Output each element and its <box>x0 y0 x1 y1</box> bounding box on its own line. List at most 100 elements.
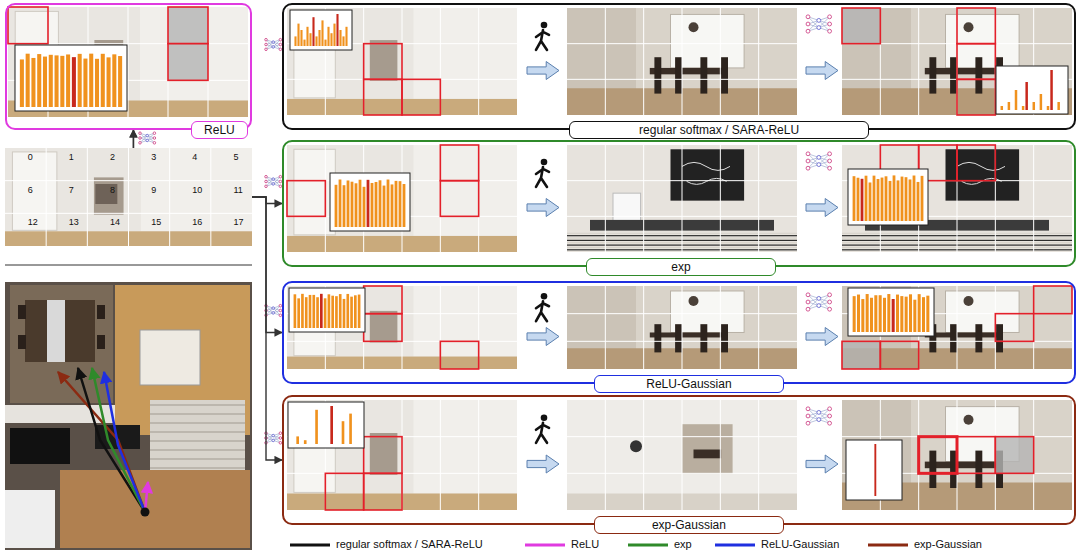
attention-box <box>440 341 478 369</box>
legend-text: exp <box>674 538 692 551</box>
bar <box>391 184 394 227</box>
room-photo <box>842 400 1072 510</box>
divider <box>5 265 252 266</box>
walker-body <box>536 167 549 187</box>
grid-line <box>720 286 721 369</box>
start-point <box>141 508 150 517</box>
network-icon <box>806 15 831 33</box>
bar <box>72 57 76 107</box>
network-unit <box>139 137 142 140</box>
network-unit <box>272 46 275 49</box>
cell-number: 9 <box>151 185 156 195</box>
chandelier <box>689 296 699 306</box>
bar <box>296 436 299 444</box>
bar <box>913 176 916 221</box>
room-photo <box>287 286 517 369</box>
legend: regular softmax / SARA-ReLUReLUexpReLU-G… <box>0 537 1080 553</box>
photo-ground <box>287 8 517 115</box>
chart-frame <box>290 10 352 50</box>
grid-line <box>605 8 606 115</box>
bar <box>335 185 338 227</box>
network-unit <box>153 142 156 145</box>
bar <box>293 444 296 445</box>
network-unit <box>806 421 810 425</box>
method-label: ReLU-Gaussian <box>594 375 784 393</box>
legend-line-sample <box>290 544 330 547</box>
bar <box>324 298 327 328</box>
attention-box <box>168 44 208 81</box>
step-arrow <box>806 455 838 473</box>
bar <box>387 180 390 227</box>
trajectory <box>92 368 145 512</box>
bar <box>324 40 326 46</box>
walker-head <box>541 293 548 300</box>
grid-line <box>720 400 721 510</box>
network-unit <box>828 159 832 163</box>
stair-step <box>150 450 245 451</box>
bar <box>1040 94 1042 110</box>
photo-ground <box>842 145 1072 252</box>
bar <box>294 36 296 46</box>
network-icon <box>139 132 156 144</box>
grid-line <box>605 145 606 252</box>
chair <box>975 451 982 488</box>
bar <box>354 295 357 328</box>
bar <box>297 298 300 328</box>
legend-text: regular softmax / SARA-ReLU <box>336 538 483 551</box>
grid-line <box>682 145 683 252</box>
network-unit <box>828 166 832 170</box>
step-arrow <box>527 62 559 80</box>
white-room <box>5 490 55 548</box>
grid-line <box>643 286 644 369</box>
bar <box>1057 102 1059 110</box>
legend-line-sample <box>525 544 565 547</box>
chart-frame <box>289 288 365 332</box>
step-arrow <box>527 455 559 473</box>
grid-line <box>567 313 797 314</box>
network-unit <box>272 434 275 437</box>
cell-number: 0 <box>28 152 33 162</box>
cell-number: 10 <box>192 185 202 195</box>
network-icon <box>806 152 831 170</box>
grid-line <box>478 8 479 115</box>
network-unit <box>817 410 821 414</box>
bar <box>327 27 329 46</box>
bar <box>1004 110 1006 111</box>
dining-glimpse <box>95 184 117 204</box>
photo-ground <box>842 286 1072 369</box>
photo-ground <box>567 286 797 369</box>
attention-box <box>957 79 995 115</box>
attention-box <box>995 437 1033 474</box>
bar <box>857 295 860 332</box>
connector <box>252 197 282 204</box>
network-unit <box>817 304 821 308</box>
map-ground <box>5 282 252 550</box>
bar-chart <box>848 288 934 336</box>
wall <box>567 8 636 94</box>
method-panel: exp <box>282 140 1076 267</box>
network-unit <box>806 414 810 418</box>
bar <box>60 56 64 107</box>
cell-number: 8 <box>110 185 115 195</box>
bar <box>1001 106 1003 110</box>
bar <box>323 444 326 445</box>
grid-line <box>567 216 797 217</box>
bar-chart <box>996 66 1068 114</box>
grid-line <box>720 145 721 252</box>
photo-ground <box>567 145 797 252</box>
method-label: exp-Gaussian <box>594 516 784 534</box>
bar <box>345 27 347 46</box>
table <box>925 332 1003 337</box>
stair-step <box>150 414 245 415</box>
door <box>294 149 335 235</box>
bar <box>320 294 323 328</box>
bar <box>909 294 912 332</box>
bar <box>43 57 47 107</box>
room-photo <box>287 400 517 510</box>
walker-body <box>536 301 549 321</box>
bar <box>870 298 873 332</box>
bar <box>888 496 890 497</box>
attention-box <box>842 341 880 369</box>
bar <box>55 55 59 107</box>
bar <box>101 54 105 107</box>
